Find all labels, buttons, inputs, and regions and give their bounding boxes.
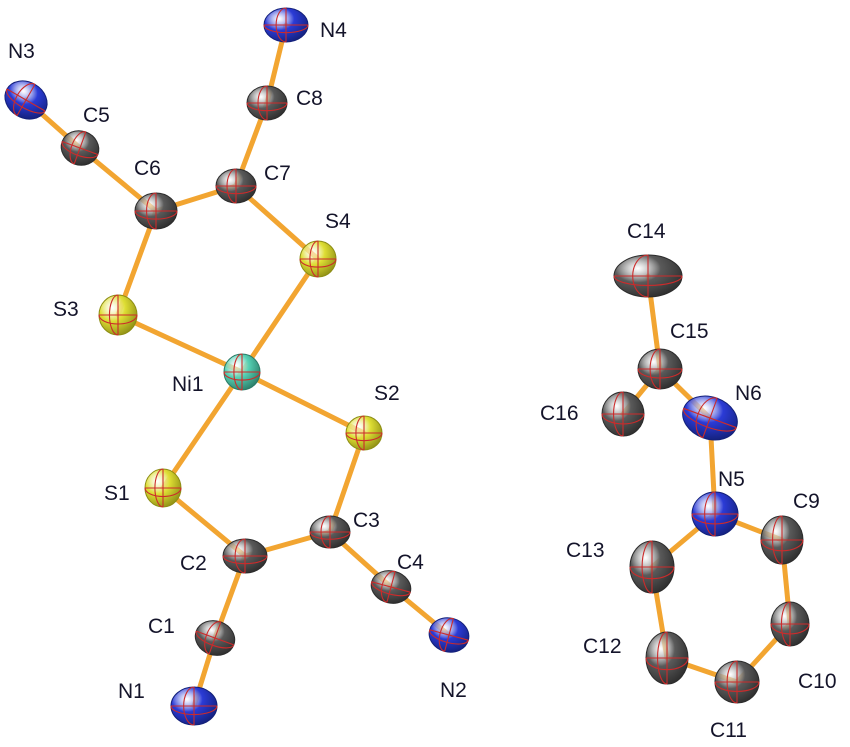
atom-label-n1: N1 [118,680,145,703]
atom-n1 [170,686,218,726]
atom-label-c4: C4 [397,551,424,574]
atom-label-ni1: Ni1 [172,373,204,396]
bond-ni1-s3 [115,312,245,375]
atom-label-n6: N6 [735,382,762,405]
atom-label-c12: C12 [583,635,622,658]
atom-n4 [263,7,309,43]
atom-label-c9: C9 [793,490,820,513]
atom-label-c5: C5 [83,104,110,127]
atom-c11 [714,660,760,704]
atom-c15 [637,348,683,390]
atom-label-c13: C13 [566,539,605,562]
atom-c2 [222,538,268,574]
atom-label-c11: C11 [710,719,747,742]
atom-label-n5: N5 [718,468,745,491]
atom-c16 [601,391,645,437]
atom-c8 [246,85,288,121]
atom-n2 [428,617,470,653]
bond-ni1-s4 [239,256,321,375]
atom-c14 [613,254,683,298]
atom-ni1 [223,353,261,391]
atom-label-n3: N3 [8,40,35,63]
atom-label-c7: C7 [264,162,291,185]
atom-c12 [645,631,689,685]
atom-c9 [760,515,804,565]
atom-c1 [194,620,236,656]
atom-label-s2: S2 [374,382,400,405]
atom-label-s4: S4 [325,210,351,233]
atom-c3 [309,515,351,549]
atom-label-c14: C14 [627,220,666,243]
atom-c10 [770,601,810,647]
atom-s3 [98,294,138,336]
bond-ni1-s1 [160,369,245,491]
atom-label-n2: N2 [440,679,467,702]
atom-c7 [215,168,257,204]
bond-ni1-s2 [239,369,367,436]
atom-c6 [134,192,178,230]
atom-label-c3: C3 [353,509,380,532]
atoms-layer [4,7,810,726]
atom-label-c6: C6 [134,157,161,180]
atom-s2 [345,415,383,451]
atom-label-n4: N4 [320,19,347,42]
atom-s1 [144,468,182,508]
atom-label-c15: C15 [670,320,709,343]
atom-n6 [682,395,738,441]
atom-c5 [60,130,100,166]
atom-s4 [299,240,337,278]
atom-label-c1: C1 [148,615,175,638]
atom-n3 [4,80,48,120]
atom-label-c2: C2 [180,552,207,575]
atom-c4 [370,570,412,604]
atom-label-c8: C8 [296,87,323,110]
atom-label-s3: S3 [53,298,79,321]
atom-label-c10: C10 [798,670,837,693]
atom-c13 [629,540,675,594]
atom-label-c16: C16 [540,402,579,425]
atom-label-s1: S1 [104,482,130,505]
atom-n5 [691,491,739,537]
